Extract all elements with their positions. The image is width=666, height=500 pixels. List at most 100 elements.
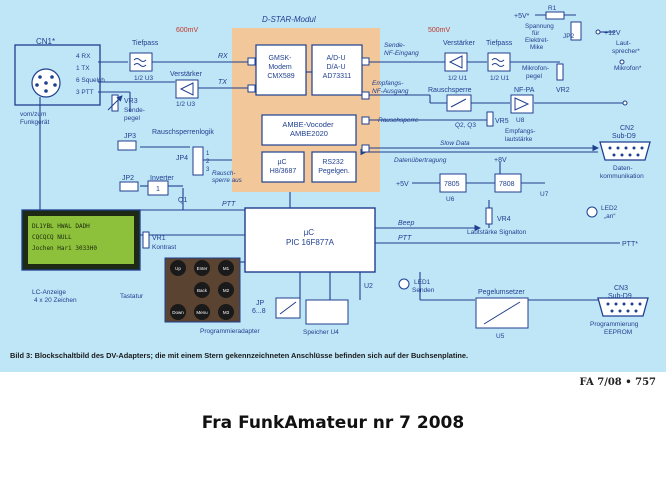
plus5v-star: +5V* bbox=[514, 13, 530, 20]
rs232-label: RS232 Pegelgen. bbox=[318, 159, 350, 175]
vr2-resistor bbox=[556, 63, 564, 81]
lower-margin bbox=[0, 372, 666, 500]
u1-half-a: 1/2 U1 bbox=[448, 75, 468, 82]
gmsk-l1: GMSK- bbox=[269, 55, 293, 62]
key-m1[interactable] bbox=[218, 260, 234, 276]
programmieradapter-label: Programmieradapter bbox=[200, 328, 260, 335]
key-up-label: Up bbox=[175, 266, 181, 271]
pegelumsetzer-diag-icon bbox=[483, 301, 521, 325]
amp-left-icon bbox=[179, 82, 194, 96]
inverter-one-icon: 1 bbox=[156, 186, 160, 193]
amp-right-icon bbox=[448, 55, 463, 69]
rs232-l1: RS232 bbox=[322, 159, 344, 166]
jp4-label: JP4 bbox=[176, 155, 188, 162]
pic-muc-label: µC PIC 16F877A bbox=[286, 228, 335, 247]
u6-label: U6 bbox=[446, 196, 455, 203]
q1-label: Q1 bbox=[178, 197, 187, 204]
sende-nf-label: Sende- NF-Eingang bbox=[384, 42, 419, 57]
plus5v-label: +5V bbox=[396, 181, 409, 188]
q2q3-label: Q2, Q3 bbox=[455, 122, 476, 129]
key-menu[interactable] bbox=[194, 304, 210, 320]
r1-label: R1 bbox=[548, 5, 557, 12]
programmierung-label: Programmierung EEPROM bbox=[590, 321, 640, 336]
reg-7805-block bbox=[439, 173, 467, 193]
key-down[interactable] bbox=[170, 304, 186, 320]
led1-l1: LED1 bbox=[414, 279, 431, 286]
cn3-pins bbox=[606, 302, 642, 313]
jp4-pin2: 2 bbox=[206, 159, 210, 165]
led2-l2: „an“ bbox=[604, 213, 616, 220]
lc-caption-l2: 4 x 20 Zeichen bbox=[34, 297, 77, 304]
empfangslautstaerke-l2: lautstärke bbox=[505, 136, 533, 143]
reg-7808-label: 7808 bbox=[499, 181, 515, 188]
jp68-switch-icon bbox=[279, 301, 297, 315]
jp2-left-label: JP2 bbox=[122, 175, 134, 182]
cn2-l1: CN2 bbox=[620, 125, 634, 132]
nfpa-amp-icon bbox=[514, 97, 530, 111]
jp4-jumper bbox=[192, 146, 204, 176]
reg-7805-label: 7805 bbox=[444, 181, 460, 188]
gmsk-l2: Modem bbox=[268, 64, 292, 71]
r1-resistor bbox=[545, 11, 565, 20]
cn1-pins-icon bbox=[35, 75, 57, 93]
adda-label: A/D-U D/A-U AD73311 bbox=[323, 55, 352, 80]
adda-l1: A/D-U bbox=[326, 55, 345, 62]
led2-label: LED2 „an“ bbox=[601, 205, 619, 220]
beep-label: Beep bbox=[398, 220, 414, 227]
jp4-pin1: 1 bbox=[206, 151, 210, 157]
key-up[interactable] bbox=[170, 260, 186, 276]
key-back[interactable] bbox=[194, 282, 210, 298]
vr1-resistor bbox=[142, 231, 150, 249]
tiefpass-left-block bbox=[129, 52, 153, 72]
cn1-pin-squelch: 6 Squelch bbox=[76, 77, 105, 84]
cn2-pins bbox=[608, 146, 644, 157]
issue-reference: FA 7/08 • 757 bbox=[579, 377, 656, 388]
led2-l1: LED2 bbox=[601, 205, 618, 212]
key-down-label: Down bbox=[172, 310, 184, 315]
cn1-pin-rx: 4 RX bbox=[76, 53, 91, 60]
empf-nf-label: Empfangs- NF-Ausgang bbox=[372, 80, 409, 95]
sende-nf-l1: Sende- bbox=[384, 42, 406, 49]
mikrofonpegel-l2: pegel bbox=[526, 73, 542, 80]
amp-left-block bbox=[175, 79, 199, 99]
vr5-resistor bbox=[486, 111, 494, 127]
dstar-module-title: D-STAR-Modul bbox=[262, 15, 316, 24]
slow-data-label: Slow Data bbox=[440, 140, 470, 147]
ambe-l1: AMBE-Vocoder bbox=[282, 120, 334, 129]
cn2-label: CN2 Sub-D9 bbox=[612, 125, 636, 140]
ambe-vocoder-block bbox=[261, 114, 357, 146]
gmsk-modem-label: GMSK- Modem CMX589 bbox=[267, 55, 294, 80]
inverter-block bbox=[147, 180, 169, 196]
reg-7808-block bbox=[494, 173, 522, 193]
key-m2[interactable] bbox=[218, 282, 234, 298]
muc-h8-block bbox=[261, 151, 305, 183]
datenkommunikation-l2: kommunikation bbox=[600, 173, 644, 180]
key-m3[interactable] bbox=[218, 304, 234, 320]
verstaerker-right-label: Verstärker bbox=[443, 40, 476, 47]
empf-nf-l1: Empfangs- bbox=[372, 80, 404, 87]
key-enter[interactable] bbox=[194, 260, 210, 276]
lcd-row-1: DL1YBL HWAL DADH bbox=[32, 223, 90, 230]
adda-l3: AD73311 bbox=[323, 73, 352, 80]
inverter-label: Inverter bbox=[150, 175, 174, 182]
led1-l2: Senden bbox=[412, 287, 435, 294]
spannung-l4: Mike bbox=[530, 44, 544, 51]
tiefpass-right-label: Tiefpass bbox=[486, 40, 513, 47]
vr2-label: VR2 bbox=[556, 87, 570, 94]
cn3-subd-icon bbox=[597, 297, 649, 317]
speicher-label: Speicher U4 bbox=[303, 329, 339, 336]
rauschsperre-aus-l1: Rausch- bbox=[212, 170, 235, 177]
cn1-caption: vom/zum Funkgerät bbox=[20, 111, 49, 126]
rs232-block bbox=[311, 151, 357, 183]
mikrofon-label: Mikrofon* bbox=[614, 65, 642, 72]
tiefpass-left-label: Tiefpass bbox=[132, 40, 159, 47]
lcd-screen bbox=[28, 216, 134, 264]
jp68-label: JP 6...8 bbox=[252, 300, 266, 315]
jp2-right-label: JP2 bbox=[563, 33, 575, 40]
mikrofonpegel-l1: Mikrofon- bbox=[522, 65, 549, 72]
key-back-label: Back bbox=[197, 288, 208, 293]
vr1-label: VR1 bbox=[152, 235, 166, 242]
amp-right-block bbox=[444, 52, 468, 72]
empf-nf-l2: NF-Ausgang bbox=[372, 88, 409, 95]
key-m3-label: M3 bbox=[223, 310, 230, 315]
